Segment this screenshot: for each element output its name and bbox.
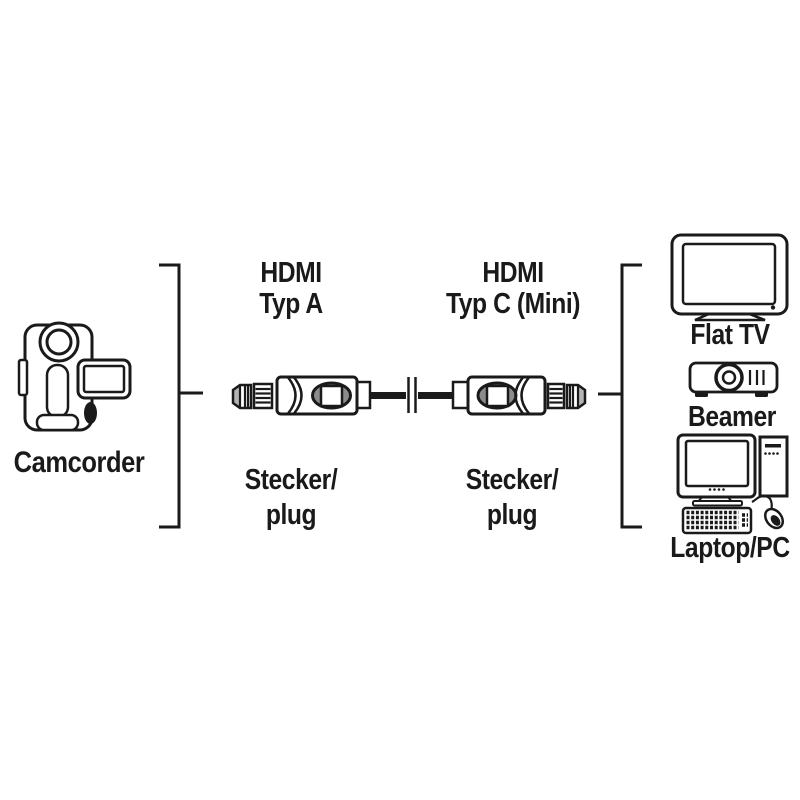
left-bracket bbox=[159, 263, 203, 529]
hdmi-type-a-connector bbox=[231, 375, 372, 416]
hdmi-type-c-label: HDMI Typ C (Mini) bbox=[403, 258, 623, 320]
beamer-label-text: Beamer bbox=[688, 401, 776, 433]
cable-line bbox=[370, 377, 454, 413]
beamer-icon bbox=[688, 361, 779, 397]
hdmi-c-line2: Typ C (Mini) bbox=[445, 288, 581, 320]
target-device-label-flat-tv: Flat TV bbox=[630, 320, 800, 350]
target-device-label-beamer: Beamer bbox=[632, 402, 800, 432]
stecker-left-line2: plug bbox=[265, 499, 317, 531]
laptop-pc-label-text: Laptop/PC bbox=[670, 532, 790, 564]
camcorder-icon bbox=[17, 321, 132, 432]
stecker-right-line1: Stecker/ bbox=[465, 464, 559, 496]
hdmi-type-a-label: HDMI Typ A bbox=[191, 258, 391, 320]
target-device-label-laptop-pc: Laptop/PC bbox=[630, 533, 800, 563]
laptop-pc-icon bbox=[676, 433, 789, 535]
hdmi-a-line2: Typ A bbox=[259, 288, 323, 320]
hdmi-cable-illustration bbox=[231, 375, 587, 416]
source-device-label: Camcorder bbox=[0, 448, 179, 478]
camcorder-label-text: Camcorder bbox=[13, 446, 145, 479]
hdmi-type-c-connector bbox=[451, 375, 587, 416]
stecker-right-line2: plug bbox=[486, 499, 538, 531]
flat-tv-icon bbox=[670, 233, 789, 322]
hdmi-a-line1: HDMI bbox=[260, 257, 322, 289]
right-bracket bbox=[598, 263, 642, 529]
flat-tv-label-text: Flat TV bbox=[690, 319, 770, 351]
hdmi-c-line1: HDMI bbox=[482, 257, 544, 289]
stecker-plug-label-left: Stecker/ plug bbox=[211, 463, 371, 533]
stecker-left-line1: Stecker/ bbox=[244, 464, 338, 496]
stecker-plug-label-right: Stecker/ plug bbox=[432, 463, 592, 533]
